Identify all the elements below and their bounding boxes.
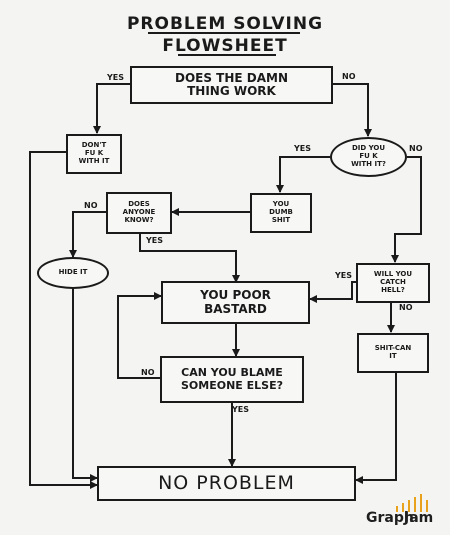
hide-it-oval: HIDE IT bbox=[37, 257, 109, 289]
dont-fuk-box: DON'T FU K WITH IT bbox=[66, 134, 122, 174]
logo-word-jam: Jam bbox=[404, 510, 434, 526]
yes-label-fuk: YES bbox=[294, 144, 312, 153]
no-label-hell: NO bbox=[399, 303, 413, 312]
no-label-anyone: NO bbox=[84, 201, 98, 210]
catch-hell-box: WILL YOU CATCH HELL? bbox=[356, 263, 430, 303]
chart-title-line2: FLOWSHEET bbox=[162, 36, 288, 56]
blame-someone-box: CAN YOU BLAME SOMEONE ELSE? bbox=[160, 356, 304, 403]
graphjam-logo: Graph Jam bbox=[366, 494, 444, 530]
shit-can-box: SHIT-CAN IT bbox=[357, 333, 429, 373]
no-label-work: NO bbox=[342, 72, 356, 81]
does-it-work-box: DOES THE DAMN THING WORK bbox=[130, 66, 333, 104]
yes-label-anyone: YES bbox=[146, 236, 164, 245]
yes-label-hell: YES bbox=[335, 271, 353, 280]
does-anyone-know-box: DOES ANYONE KNOW? bbox=[106, 192, 172, 234]
no-problem-box: NO PROBLEM bbox=[97, 466, 356, 501]
poor-bastard-box: YOU POOR BASTARD bbox=[161, 281, 310, 324]
yes-label-work: YES bbox=[107, 73, 125, 82]
logo-word-graph: Graph bbox=[366, 510, 414, 526]
no-label-blame: NO bbox=[141, 368, 155, 377]
no-label-fuk: NO bbox=[409, 144, 423, 153]
you-dumb-box: YOU DUMB SHIT bbox=[250, 193, 312, 233]
chart-title-line1: PROBLEM SOLVING bbox=[126, 14, 324, 34]
did-you-fuk-oval: DID YOU FU K WITH IT? bbox=[330, 137, 407, 177]
yes-label-blame: YES bbox=[232, 405, 250, 414]
logo-bars-icon bbox=[396, 494, 440, 512]
